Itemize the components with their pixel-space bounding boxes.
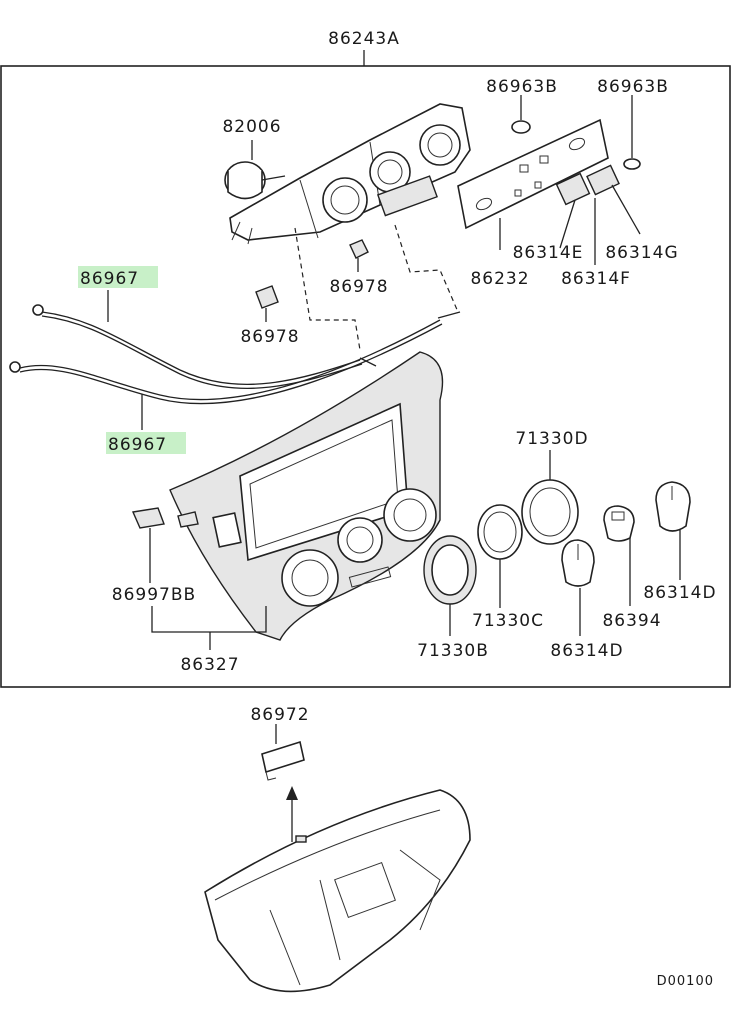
bezel-clip — [131, 507, 199, 583]
label-switch-f: 86314F — [561, 269, 631, 289]
bezel-part — [169, 351, 444, 641]
cable-lower — [9, 311, 461, 430]
ring-c — [477, 504, 523, 608]
knob-right — [655, 481, 691, 580]
highlight-cable-lower — [106, 432, 186, 454]
highlight-cable-upper — [78, 266, 158, 288]
cover-part — [261, 740, 305, 781]
label-ring-b: 71330B — [417, 641, 489, 661]
label-switch-e: 86314E — [513, 243, 584, 263]
ring-b — [423, 535, 477, 636]
label-knob-small: 86394 — [602, 611, 661, 631]
motor-part — [224, 140, 286, 200]
label-panel: 86232 — [470, 269, 529, 289]
label-ring-c: 71330C — [472, 611, 544, 631]
label-cover: 86972 — [250, 705, 309, 725]
dashboard-outline — [204, 789, 471, 993]
clip-center — [349, 239, 369, 272]
label-switch-g: 86314G — [605, 243, 678, 263]
label-knob-center: 86314D — [550, 641, 623, 661]
diagram-code: D00100 — [657, 974, 714, 989]
clip-left — [255, 285, 279, 322]
ring-d — [521, 450, 579, 545]
label-assembly: 86243A — [328, 29, 400, 49]
label-ring-d: 71330D — [515, 429, 588, 449]
knob-small — [603, 505, 635, 606]
label-clip-bezel: 86997BB — [112, 585, 196, 605]
label-knob-right: 86314D — [643, 583, 716, 603]
label-plug-left: 86963B — [486, 77, 558, 97]
arrow-up-icon — [286, 786, 298, 842]
label-motor: 82006 — [222, 117, 281, 137]
plug-right — [623, 95, 641, 170]
label-cable-lower: 86967 — [108, 435, 167, 455]
label-plug-right: 86963B — [597, 77, 669, 97]
label-bezel: 86327 — [180, 655, 239, 675]
control-head-unit — [229, 103, 471, 245]
switch-panel — [457, 118, 620, 250]
label-cable-upper: 86967 — [80, 269, 139, 289]
label-clip-center: 86978 — [329, 277, 388, 297]
assembly-frame — [0, 65, 731, 688]
label-clip-left: 86978 — [240, 327, 299, 347]
knob-center — [561, 539, 595, 636]
plug-left — [511, 95, 531, 134]
